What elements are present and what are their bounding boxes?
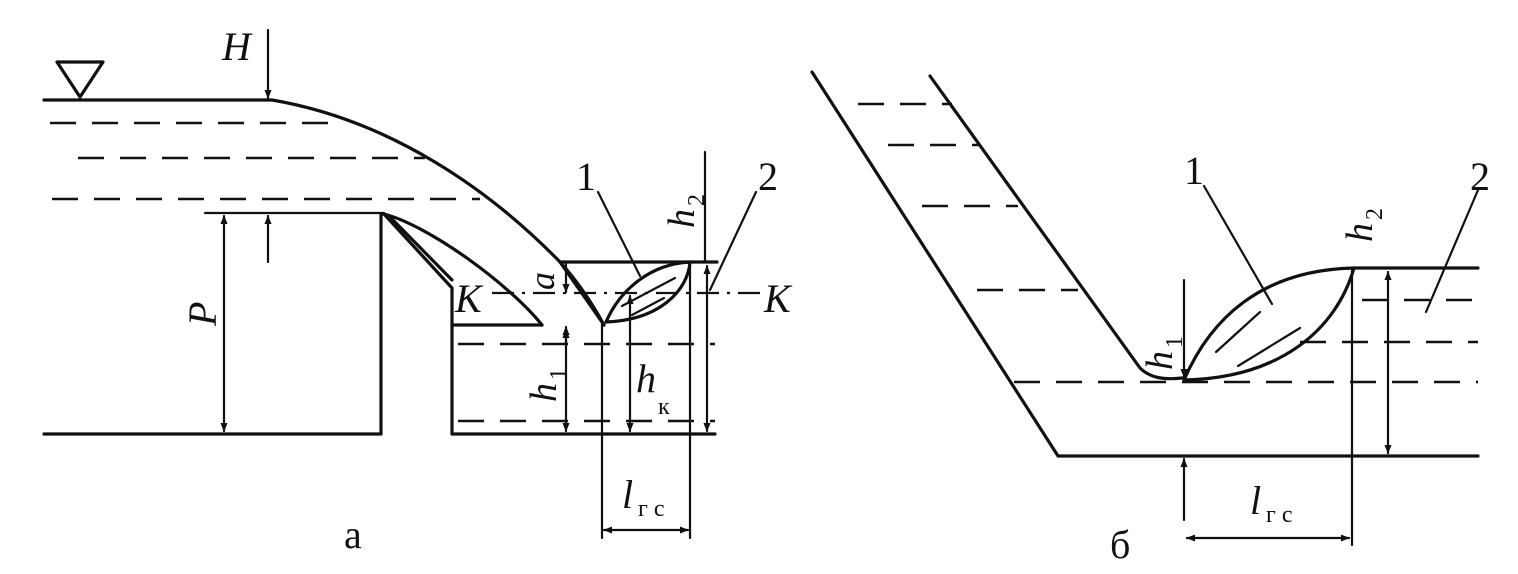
jump-roller-b (1182, 266, 1356, 382)
panel-b: h 1 h 2 1 2 l г с б (810, 70, 1490, 567)
marker-2-leader (708, 190, 758, 292)
marker-1-label-b: 1 (1184, 148, 1204, 193)
svg-text:2: 2 (684, 194, 710, 206)
svg-text:h: h (1139, 351, 1181, 370)
depth-after-label: h 2 (661, 194, 710, 228)
marker-1-label: 1 (576, 154, 596, 199)
jump-roller-b-inner-2 (1236, 326, 1302, 368)
depth-before-label-b: h 1 (1139, 336, 1188, 370)
svg-text:h: h (523, 383, 565, 402)
section-k-label-left: K (454, 276, 484, 321)
svg-text:1: 1 (546, 368, 572, 380)
marker-2-leader-b (1424, 188, 1480, 314)
jump-roller-b-inner-1 (1214, 310, 1262, 354)
panel-b-caption: б (1110, 522, 1130, 567)
jump-length-label: l г с (622, 472, 665, 522)
jump-wedge (558, 260, 606, 327)
critical-depth-label: h к (636, 356, 670, 420)
marker-2-label-b: 2 (1470, 154, 1490, 199)
panel-a-caption: а (344, 512, 362, 557)
svg-text:2: 2 (1362, 208, 1388, 220)
svg-text:г с: г с (1266, 502, 1293, 528)
svg-text:l: l (1250, 478, 1261, 523)
sloped-channel-bed (810, 70, 1480, 458)
depth-after-label-b: h 2 (1339, 208, 1388, 242)
svg-text:к: к (658, 394, 670, 420)
panel-a: H P K K a h 1 h к h 2 1 2 l г с а (42, 24, 793, 557)
marker-2-label: 2 (758, 154, 778, 199)
svg-text:h: h (1339, 223, 1381, 242)
marker-1-leader (596, 190, 642, 278)
section-k-label-right: K (763, 276, 793, 321)
marker-1-leader-b (1202, 184, 1274, 306)
water-level-symbol (55, 60, 105, 99)
svg-text:l: l (622, 472, 633, 517)
svg-text:h: h (661, 209, 703, 228)
gap-label: a (522, 272, 562, 290)
weir-face-edge (389, 216, 454, 282)
weir-height-label: P (180, 302, 225, 327)
jump-roller-inner-2 (630, 296, 666, 317)
svg-text:h: h (636, 356, 656, 401)
depth-before-label: h 1 (523, 368, 572, 402)
spillway-water-surface (928, 74, 1184, 381)
weir-body (42, 212, 717, 436)
nappe-lower-profile (382, 212, 544, 327)
head-label: H (221, 24, 253, 69)
jump-length-label-b: l г с (1250, 478, 1293, 528)
svg-text:г с: г с (638, 496, 665, 522)
svg-text:1: 1 (1162, 336, 1188, 348)
